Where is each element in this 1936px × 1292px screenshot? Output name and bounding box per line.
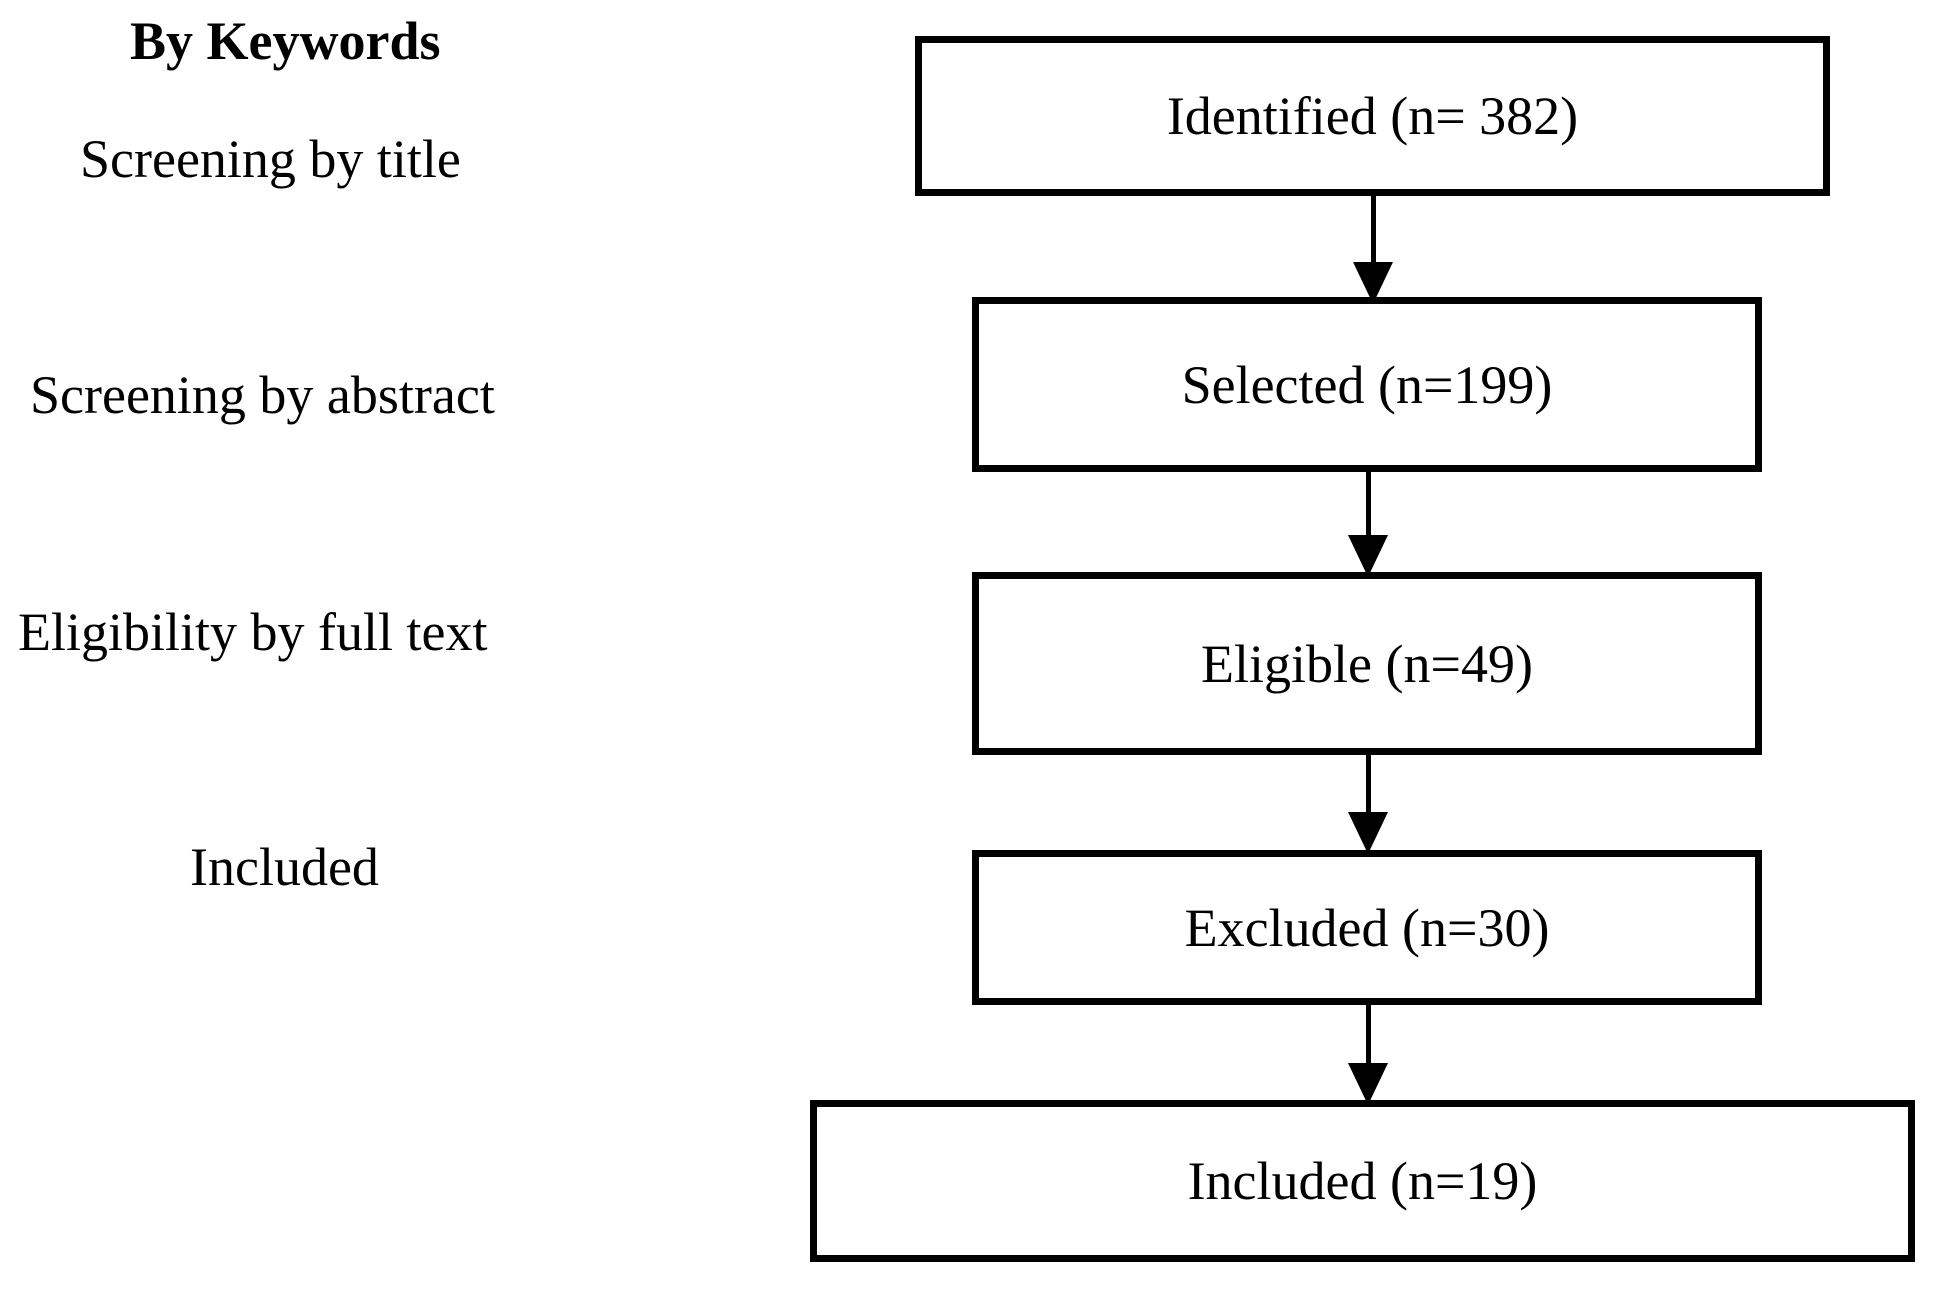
flow-box-excluded-label: Excluded (n=30) <box>1184 897 1550 958</box>
flow-box-included-label: Included (n=19) <box>1187 1151 1538 1211</box>
arrow-eligible-to-excluded <box>1348 752 1388 854</box>
arrow-head-down-icon <box>1348 1063 1388 1105</box>
flow-box-identified: Identified (n= 382) <box>915 36 1830 196</box>
arrow-excluded-to-included <box>1348 1002 1388 1105</box>
arrow-shaft <box>1365 469 1371 535</box>
flow-box-selected-label: Selected (n=199) <box>1181 354 1553 415</box>
flow-box-selected: Selected (n=199) <box>972 297 1762 472</box>
flow-box-eligible-label: Eligible (n=49) <box>1201 633 1533 694</box>
flow-box-excluded: Excluded (n=30) <box>972 850 1762 1005</box>
flow-box-included: Included (n=19) <box>810 1100 1915 1262</box>
stage-label-by-keywords: By Keywords <box>130 11 441 71</box>
stage-label-included: Included <box>190 837 379 897</box>
stage-label-screening-by-abstract: Screening by abstract <box>30 365 495 425</box>
flow-box-identified-label: Identified (n= 382) <box>1166 86 1579 146</box>
arrow-head-down-icon <box>1348 812 1388 854</box>
stage-label-screening-by-title: Screening by title <box>80 129 461 189</box>
arrow-shaft <box>1370 194 1376 262</box>
flow-box-eligible: Eligible (n=49) <box>972 572 1762 755</box>
stage-label-eligibility-by-full-text: Eligibility by full text <box>18 602 488 662</box>
arrow-head-down-icon <box>1348 535 1388 577</box>
arrow-selected-to-eligible <box>1348 469 1388 577</box>
arrow-identified-to-selected <box>1353 194 1393 304</box>
arrow-shaft <box>1365 1002 1371 1063</box>
arrow-shaft <box>1365 752 1371 812</box>
